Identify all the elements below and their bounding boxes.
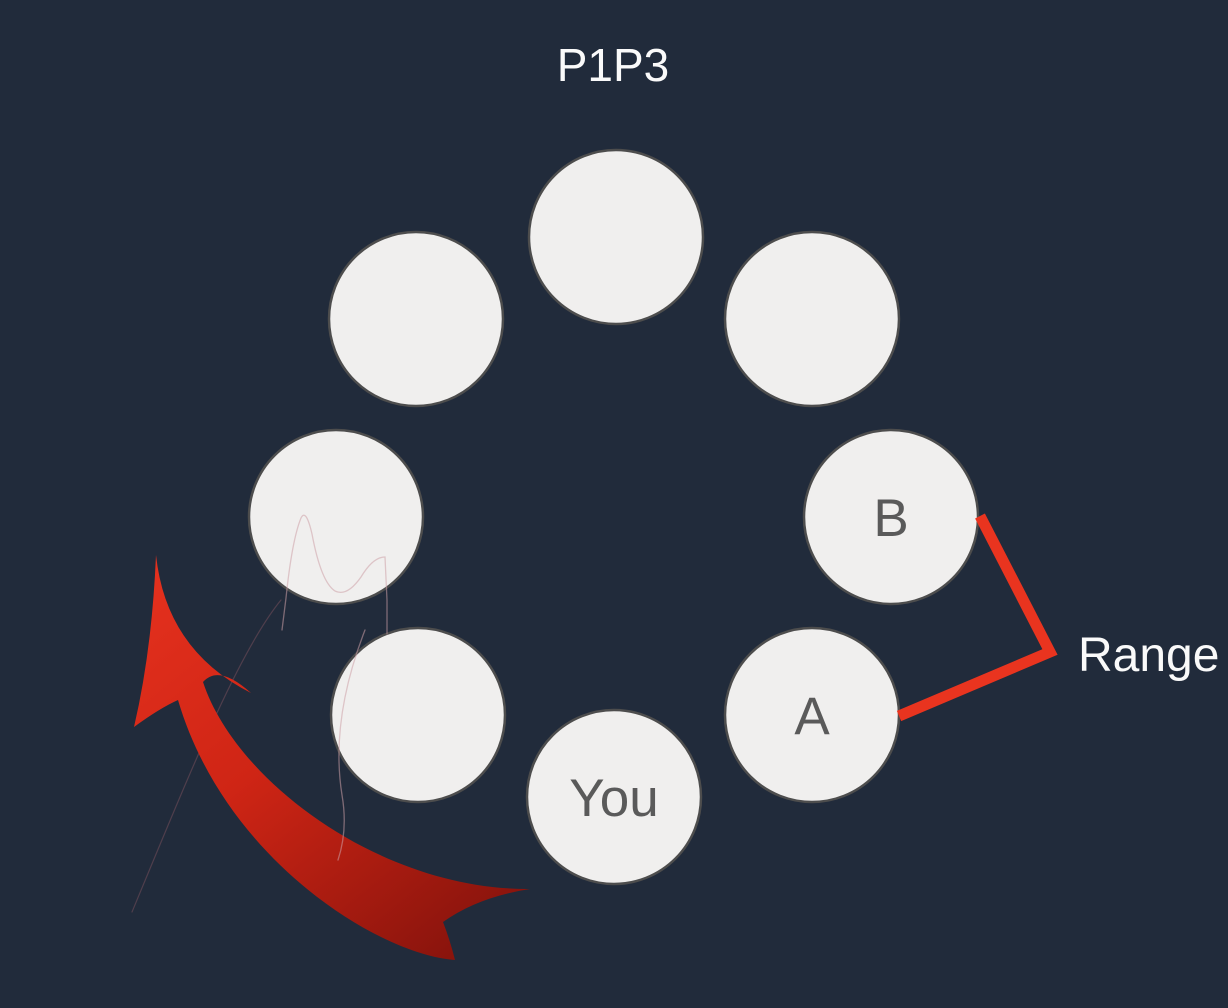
node-you (525, 708, 703, 886)
node-top-left (327, 230, 505, 408)
node-bottom-left (329, 626, 507, 804)
faint-sketch-line-left-circle (281, 514, 388, 635)
node-label-a: A (794, 687, 830, 746)
node-top (527, 148, 705, 326)
node-label-you: You (569, 769, 658, 828)
faint-sketch-line-bottom-left-circle (337, 629, 366, 861)
node-left (247, 428, 425, 606)
node-top-right (723, 230, 901, 408)
node-ring: B A You (247, 148, 980, 886)
slide-title: P1P3 (557, 39, 670, 91)
range-bracket (896, 513, 1058, 722)
rotation-arrow (134, 555, 530, 960)
node-label-b: B (873, 489, 908, 548)
range-label: Range (1078, 629, 1219, 682)
faint-sketch-lines (281, 514, 388, 861)
node-b (802, 428, 980, 606)
